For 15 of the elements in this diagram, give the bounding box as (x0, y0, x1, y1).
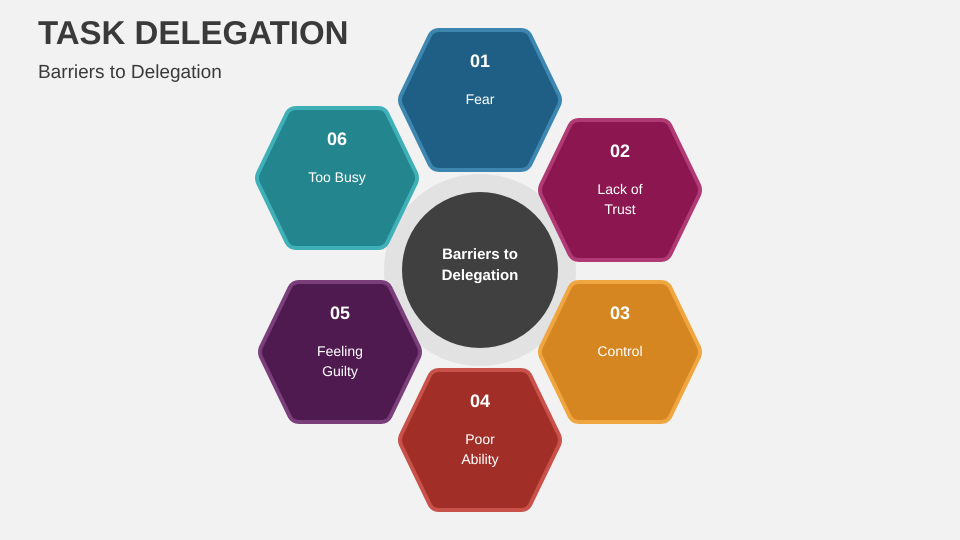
hub-label: Barriers to Delegation (440, 245, 520, 286)
step-number: 06 (326, 129, 348, 150)
barrier-label: Feeling Guilty (316, 342, 364, 381)
barrier-label: Control (596, 342, 644, 361)
step-number: 02 (608, 141, 632, 162)
step-number: 03 (608, 303, 632, 324)
step-number: 05 (328, 303, 352, 324)
barrier-label: Lack of Trust (596, 180, 644, 219)
barrier-label: Poor Ability (460, 430, 500, 469)
barrier-label: Fear (464, 90, 496, 109)
step-number: 01 (468, 51, 492, 72)
title: TASK DELEGATION (38, 14, 348, 52)
step-number: 04 (468, 391, 492, 412)
subtitle: Barriers to Delegation (38, 62, 222, 84)
barrier-label: Too Busy (307, 168, 367, 187)
